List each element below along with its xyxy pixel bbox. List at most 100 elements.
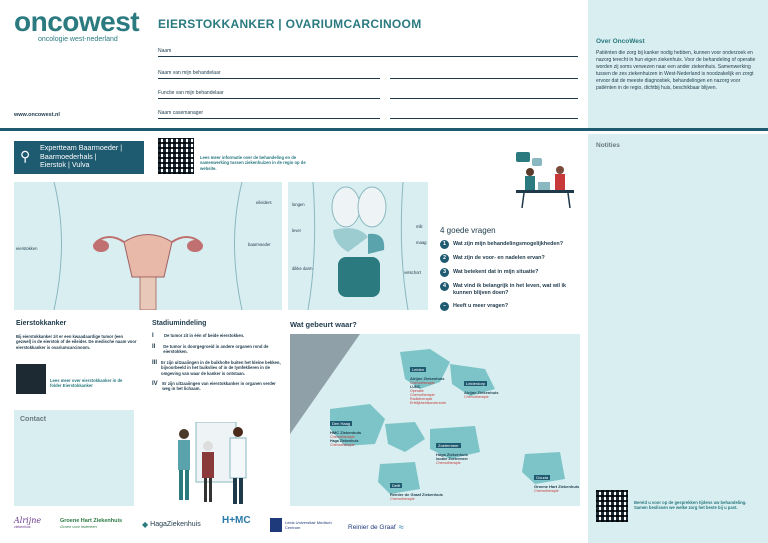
partner-groene-hart-name: Groene Hart Ziekenhuis [60, 518, 123, 524]
region-item: Chemotherapie [410, 381, 435, 385]
stage-item: I De tumor zit in één of beide eierstokk… [152, 333, 282, 339]
region-item: LUMC [410, 385, 421, 389]
expert-line-3: Eierstok | Vulva [40, 160, 90, 170]
stages-title: Stadiumindeling [152, 320, 207, 327]
partner-groene-hart: Groene Hart Ziekenhuis Groen voor iedere… [60, 518, 122, 529]
expert-line-2: Baarmoederhals | [40, 151, 97, 161]
region-map-svg [290, 334, 565, 494]
expert-qr-text: Lees meer informatie over de behandeling… [200, 155, 306, 171]
question-text: Heeft u meer vragen? [453, 303, 509, 309]
partner-alrijne-name: Alrijne [14, 516, 42, 525]
name-line [158, 56, 578, 58]
map-region-leiderdorp: Leiderdorp Alrijne Ziekenhuis Chemothera… [464, 372, 498, 399]
question-number: 2 [440, 254, 449, 263]
region-item: Chemotherapie [436, 461, 461, 465]
logo: oncowest oncologie west-nederland [14, 6, 140, 44]
contact-panel[interactable] [14, 410, 134, 506]
contact-title: Contact [20, 416, 47, 423]
region-item: Haga Ziekenhuis [330, 439, 359, 443]
expert-team-badge: ⚲ Expertteam Baarmoeder | Baarmoederhals… [14, 141, 144, 174]
map-region-gouda: Gouda Groene Hart Ziekenhuis Chemotherap… [534, 466, 579, 493]
region-item: Chemotherapie [464, 395, 489, 399]
stages-list: I De tumor zit in één of beide eierstokk… [152, 333, 282, 392]
medical-staff-illustration [178, 422, 247, 504]
about-panel [588, 0, 768, 128]
question-number: 1 [440, 240, 449, 249]
region-hospital: Groene Hart Ziekenhuis [534, 484, 580, 489]
logo-tagline: oncologie west-nederland [38, 36, 118, 43]
label-maag: maag [416, 240, 427, 245]
region-city: Den Haag [330, 421, 353, 426]
footer-qr-code[interactable] [596, 490, 628, 522]
question-item: 3 Wat betekent dat in mijn situatie? [440, 268, 580, 277]
region-map [290, 334, 580, 506]
stage-number: IV [152, 381, 158, 388]
treating-doctor-field[interactable]: Naam van mijn behandelaar [158, 70, 578, 79]
label-dikke-darm: dikke darm [292, 266, 313, 271]
website-url[interactable]: www.oncowest.nl [14, 112, 60, 118]
label-eierstokken: eierstokken [16, 246, 38, 251]
region-city: Leiderdorp [464, 381, 488, 386]
folder-thumbnail[interactable] [16, 364, 46, 394]
region-city: Gouda [534, 475, 551, 480]
question-text: Wat vind ik belangrijk in het leven, wat… [453, 283, 567, 296]
label-milt: milt [416, 224, 423, 229]
label-eileiders: eileiders [256, 200, 272, 205]
name-label: Naam [158, 48, 172, 54]
disease-title: Eierstokkanker [16, 320, 67, 327]
logo-name: oncowest [14, 6, 140, 37]
partner-groene-hart-sub: Groen voor iedereen [60, 524, 97, 529]
region-item: Operatie [410, 389, 424, 393]
question-item: – Heeft u meer vragen? [440, 302, 580, 311]
map-region-delft: Delft Reinier de Graaf Ziekenhuis Chemot… [390, 474, 443, 501]
partner-alrijne-sub: ziekenhuis [14, 525, 31, 529]
stage-text: De tumor is doorgegroeid in andere organ… [163, 344, 269, 355]
questions-list: 1 Wat zijn mijn behandelingsmogelijkhede… [440, 240, 580, 311]
stage-item: IV Er zijn uitzaaiingen van eierstokkank… [152, 381, 282, 392]
region-item: Chemotherapie [330, 443, 355, 447]
female-anatomy-svg [53, 182, 243, 310]
partner-hmc: H+MC [222, 515, 251, 526]
partner-haga-name: HagaZiekenhuis [150, 521, 201, 528]
question-text: Wat zijn de voor- en nadelen ervan? [453, 255, 545, 261]
notes-panel[interactable] [588, 134, 768, 543]
region-item: Chemotherapie [390, 497, 415, 501]
disease-text: Bij eierstokkanker zit er een kwaadaardi… [16, 334, 137, 350]
name-field[interactable]: Naam [158, 48, 578, 58]
stage-number: II [152, 344, 156, 350]
stage-text: Er zijn uitzaaiingen in de buikholte bui… [161, 359, 281, 376]
region-item: Chemotherapie [330, 435, 355, 439]
doctor-role-line [158, 98, 380, 99]
map-region-leiden: Leiden Alrijne Ziekenhuis Chemotherapie … [410, 358, 446, 405]
questions-title: 4 goede vragen [440, 226, 496, 235]
partner-reinier-name: Reinier de Graaf [348, 523, 396, 531]
consultation-illustration [516, 152, 574, 208]
case-manager-line [158, 118, 380, 119]
lumc-mark-icon [270, 518, 282, 532]
map-title: Wat gebeurt waar? [290, 320, 357, 329]
folder-link[interactable]: Lees meer over eierstokkanker in de fold… [50, 378, 123, 389]
question-item: 2 Wat zijn de voor- en nadelen ervan? [440, 254, 580, 263]
partner-reinier: Reinier de Graaf ≈ [348, 522, 404, 532]
abdomen-anatomy-svg [307, 182, 409, 310]
expert-qr-code[interactable] [158, 138, 194, 174]
label-lever: lever [292, 228, 302, 233]
expert-line-1: Expertteam Baarmoeder | [40, 143, 123, 152]
uterus-icon: ⚲ [20, 148, 31, 164]
stage-text: De tumor zit in één of beide eierstokken… [164, 333, 245, 338]
question-item: 1 Wat zijn mijn behandelingsmogelijkhede… [440, 240, 580, 249]
question-number: 3 [440, 268, 449, 277]
partner-lumc-name: Leids Universitair Medisch Centrum [285, 520, 332, 530]
region-hospital: Reinier de Graaf Ziekenhuis [390, 492, 443, 497]
region-item: Radiotherapie [410, 397, 433, 401]
region-item: Erfelijkheidsonderzoek [410, 401, 447, 405]
region-city: Leiden [410, 367, 427, 372]
partner-lumc: Leids Universitair Medisch Centrum [270, 518, 337, 532]
treating-doctor-line [158, 78, 380, 79]
stage-number: III [152, 359, 158, 366]
partner-logos: Alrijne ziekenhuis Groene Hart Ziekenhui… [14, 516, 574, 538]
abdomen-anatomy-illustration [288, 182, 428, 310]
notes-title: Notities [596, 142, 620, 149]
doctor-role-field[interactable]: Functie van mijn behandelaar [158, 90, 578, 99]
case-manager-field[interactable]: Naam casemanager [158, 110, 578, 119]
